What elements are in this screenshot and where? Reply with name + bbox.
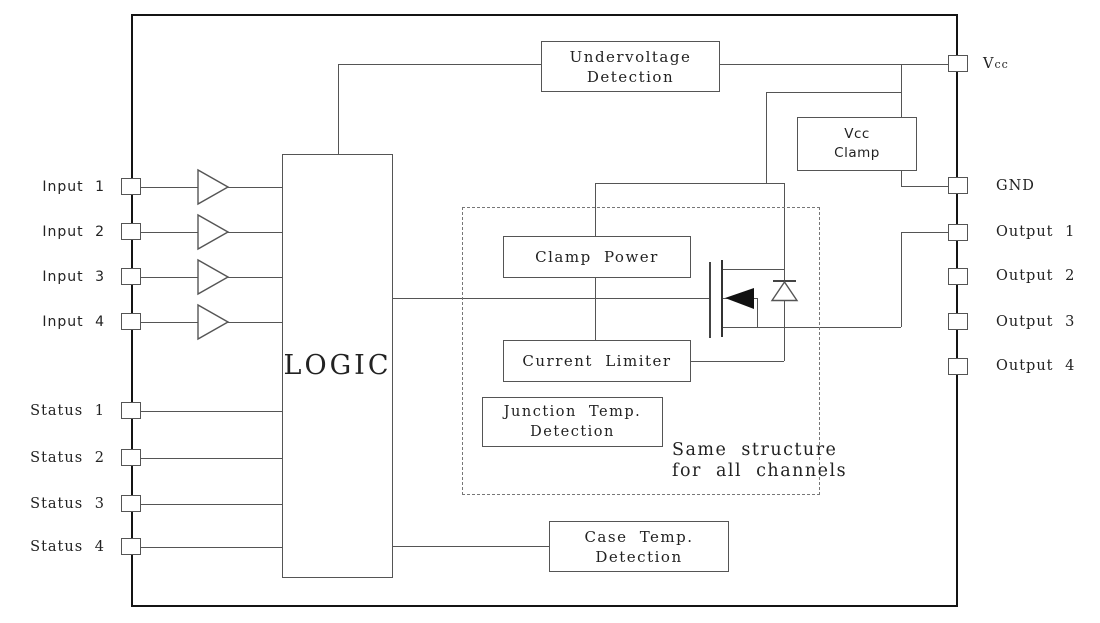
pin-input-2: [121, 223, 141, 240]
pin-label-gnd: GND: [996, 178, 1035, 194]
pin-label-status-1: Status 1: [30, 403, 105, 419]
block-label: Detection: [530, 424, 615, 440]
pin-output-4: [948, 358, 968, 375]
wire: [141, 411, 282, 412]
pin-label-input-4: Input 4: [42, 314, 105, 330]
pin-status-3: [121, 495, 141, 512]
block-label: Junction Temp.: [503, 404, 642, 420]
pin-label-status-4: Status 4: [30, 539, 105, 555]
buffer-icon: [197, 213, 230, 251]
wire: [691, 361, 784, 362]
pin-input-1: [121, 178, 141, 195]
vcc-clamp-block: Vcc Clamp: [797, 117, 917, 171]
junction-temp-detection-block: Junction Temp. Detection: [482, 397, 663, 447]
pin-label-status-3: Status 3: [30, 496, 105, 512]
wire: [901, 64, 902, 117]
mosfet-gate-bar: [709, 262, 711, 338]
diode-icon: [770, 280, 799, 302]
logic-block: LOGIC: [282, 154, 393, 578]
pin-status-4: [121, 538, 141, 555]
wire: [141, 232, 198, 233]
block-label: Clamp: [834, 145, 880, 161]
buffer-icon: [197, 168, 230, 206]
clamp-power-block: Clamp Power: [503, 236, 691, 278]
wire: [901, 232, 902, 327]
same-structure-note: Same structure for all channels: [672, 440, 847, 482]
wire: [338, 64, 541, 65]
pin-status-2: [121, 449, 141, 466]
pin-status-1: [121, 402, 141, 419]
block-label: Vcc: [844, 126, 870, 142]
wire: [595, 183, 596, 236]
mosfet-body-arrow-icon: [725, 288, 754, 309]
wire: [228, 187, 282, 188]
block-label: LOGIC: [283, 350, 392, 381]
pin-vcc: [948, 55, 968, 72]
vcc-sub: cc: [994, 58, 1009, 71]
pin-label-status-2: Status 2: [30, 450, 105, 466]
mosfet-channel-bar: [721, 260, 723, 337]
pin-label-input-3: Input 3: [42, 269, 105, 285]
wire: [141, 322, 198, 323]
wire: [338, 64, 339, 154]
wire: [228, 277, 282, 278]
wire: [901, 232, 948, 233]
current-limiter-block: Current Limiter: [503, 340, 691, 382]
channel-structure-outline: [462, 207, 820, 495]
wire: [228, 322, 282, 323]
note-line: Same structure: [672, 440, 838, 460]
wire: [722, 269, 784, 270]
vcc-v: V: [983, 56, 995, 72]
block-label: Current Limiter: [522, 352, 672, 370]
wire: [766, 92, 901, 93]
wire: [784, 300, 785, 361]
wire: [141, 458, 282, 459]
pin-label-input-1: Input 1: [42, 179, 105, 195]
pin-input-4: [121, 313, 141, 330]
note-line: for all channels: [672, 461, 848, 481]
wire: [595, 278, 596, 340]
buffer-icon: [197, 303, 230, 341]
wire: [228, 232, 282, 233]
chip-boundary: [131, 14, 958, 607]
pin-label-output-4: Output 4: [996, 358, 1076, 374]
pin-label-output-1: Output 1: [996, 224, 1076, 240]
wire: [141, 504, 282, 505]
undervoltage-detection-block: Undervoltage Detection: [541, 41, 720, 92]
pin-output-1: [948, 224, 968, 241]
wire: [595, 183, 784, 184]
wire: [722, 327, 901, 328]
pin-label-input-2: Input 2: [42, 224, 105, 240]
wire: [141, 187, 198, 188]
case-temp-detection-block: Case Temp. Detection: [549, 521, 729, 572]
wire: [393, 546, 549, 547]
wire: [901, 171, 902, 186]
block-label: Detection: [586, 67, 675, 86]
pin-label-output-2: Output 2: [996, 268, 1076, 284]
wire: [901, 186, 948, 187]
wire: [393, 298, 709, 299]
buffer-icon: [197, 258, 230, 296]
wire: [141, 547, 282, 548]
pin-output-3: [948, 313, 968, 330]
wire: [141, 277, 198, 278]
wire: [784, 183, 785, 280]
wire: [757, 298, 758, 327]
block-label: Undervoltage: [569, 47, 692, 66]
wire: [720, 64, 948, 65]
pin-gnd: [948, 177, 968, 194]
block-label: Detection: [595, 547, 683, 566]
block-label: Case Temp.: [584, 527, 694, 546]
pin-label-vcc: Vcc: [983, 55, 1009, 73]
pin-output-2: [948, 268, 968, 285]
wire: [766, 92, 767, 183]
block-label: Clamp Power: [535, 248, 659, 266]
pin-input-3: [121, 268, 141, 285]
pin-label-output-3: Output 3: [996, 314, 1076, 330]
